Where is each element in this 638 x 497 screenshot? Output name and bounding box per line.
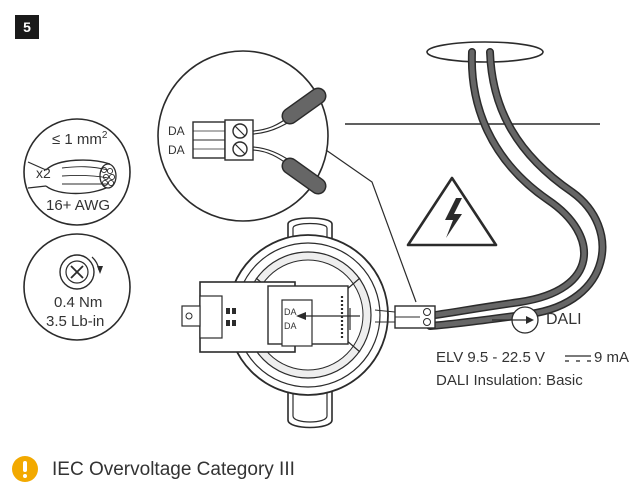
wire-awg: 16+ AWG: [46, 197, 111, 214]
torque-lbin: 3.5 Lb-in: [46, 313, 105, 330]
torque-nm: 0.4 Nm: [54, 294, 103, 311]
overvoltage-warning-text: IEC Overvoltage Category III: [52, 459, 295, 480]
dali-connector: [374, 305, 436, 329]
wire-count: x2: [36, 165, 51, 181]
wire-spec-icon: [23, 118, 131, 226]
fixture-label-da-top: DA: [284, 307, 297, 317]
terminal-detail-zoom: [157, 50, 329, 222]
ceiling-cutout: [426, 41, 544, 63]
dc-symbol: [565, 355, 591, 362]
terminal-label-da-top: DA: [168, 124, 185, 138]
supply-voltage: ELV 9.5 - 22.5 V: [436, 349, 545, 366]
high-voltage-warning-icon: [406, 176, 498, 247]
dali-label: DALI: [546, 311, 582, 328]
supply-current: 9 mA: [594, 349, 630, 366]
wire-cross-section: ≤ 1 mm2: [52, 130, 108, 148]
terminal-label-da-bottom: DA: [168, 143, 185, 157]
step-number-badge: 5: [15, 15, 39, 39]
dali-cable: [424, 48, 607, 330]
fixture-label-da-bottom: DA: [284, 321, 297, 331]
dali-insulation: DALI Insulation: Basic: [436, 372, 583, 389]
torque-spec-icon: [23, 233, 131, 341]
downlight-fixture: [181, 217, 389, 429]
zoom-leader-line: [325, 149, 417, 303]
exclamation-circle-icon: [12, 456, 38, 482]
dali-signal-icon: [492, 306, 539, 334]
